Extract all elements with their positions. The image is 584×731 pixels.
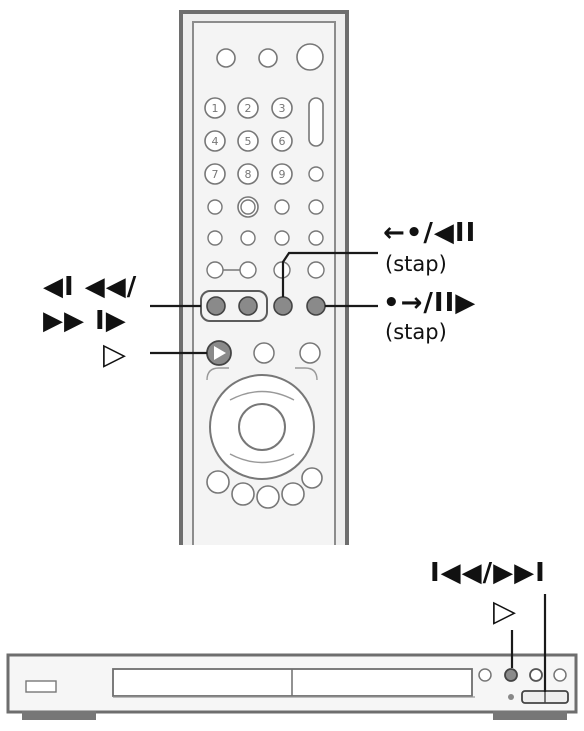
- number-key-circle: [237, 130, 259, 152]
- player-play-label: ▷: [493, 594, 518, 629]
- prev-next-label: I◀◀/▶▶I: [430, 558, 546, 588]
- remote-control: 1234567890: [179, 10, 349, 545]
- slow-scan-label-line1: ◀I ◀◀/: [43, 272, 138, 302]
- number-key-label: 9: [279, 168, 286, 181]
- number-key-label: 7: [212, 168, 219, 181]
- pause-button: [253, 342, 275, 364]
- player-play-button: [504, 668, 518, 682]
- prev-button: [206, 261, 224, 279]
- number-key-label: 2: [245, 102, 252, 115]
- step-back-button: [273, 296, 293, 316]
- player-power-switch: [25, 680, 57, 693]
- number-key-2: 2: [237, 97, 259, 119]
- number-key-label: 1: [212, 102, 219, 115]
- volume-rocker: [308, 97, 324, 147]
- player-foot-right: [493, 711, 567, 720]
- remote-button-row-b-3: [274, 230, 290, 246]
- remote-button-top-left: [216, 48, 236, 68]
- player-indicator-light: [508, 694, 514, 700]
- step-forward-button: [306, 296, 326, 316]
- dpad-corner-tr: [295, 367, 318, 381]
- number-key-circle: [271, 163, 293, 185]
- number-key-circle: [204, 97, 226, 119]
- dpad-up-arc: [229, 390, 295, 401]
- number-key-label: 5: [245, 135, 252, 148]
- number-key-circle: [204, 163, 226, 185]
- number-key-4: 4: [204, 130, 226, 152]
- remote-bottom-button-4: [281, 482, 305, 506]
- number-key-9: 9: [271, 163, 293, 185]
- dpad-enter-button: [238, 403, 286, 451]
- remote-bottom-button-1: [206, 470, 230, 494]
- number-key-label: 3: [279, 102, 286, 115]
- dpad-corner-tl: [206, 367, 229, 381]
- remote-button-row-c-4: [307, 261, 325, 279]
- open-close-button: [478, 668, 492, 682]
- player-stop-button: [553, 668, 567, 682]
- step-back-caption: (stap): [385, 252, 447, 276]
- number-key-label: 6: [279, 135, 286, 148]
- number-key-circle: [237, 97, 259, 119]
- number-key-3: 3: [271, 97, 293, 119]
- dpad-down-arc: [229, 453, 295, 464]
- leader-step-back: [281, 251, 378, 297]
- number-key-circle: [271, 97, 293, 119]
- remote-bottom-button-2: [231, 482, 255, 506]
- step-back-symbol: ←•/◀II: [383, 218, 477, 248]
- power-button: [296, 43, 324, 71]
- remote-button-row-b-2: [240, 230, 256, 246]
- remote-button-row-a-2: [240, 199, 256, 215]
- remote-button-side-1: [308, 166, 324, 182]
- number-key-label: 8: [245, 168, 252, 181]
- remote-bottom-button-5: [301, 467, 323, 489]
- remote-button-row-a-3: [274, 199, 290, 215]
- slow-scan-label-line2: ▶▶ I▶: [43, 306, 127, 336]
- number-key-circle: [204, 130, 226, 152]
- number-key-8: 8: [237, 163, 259, 185]
- remote-button-row-a-1: [207, 199, 223, 215]
- number-key-1: 1: [204, 97, 226, 119]
- scan-back-button: [206, 296, 226, 316]
- number-key-label: 4: [212, 135, 219, 148]
- remote-callouts: [150, 251, 378, 355]
- number-key-7: 7: [204, 163, 226, 185]
- step-forward-caption: (stap): [385, 320, 447, 344]
- player-foot-left: [22, 711, 96, 720]
- number-key-circle: [271, 130, 293, 152]
- player-pause-button: [529, 668, 543, 682]
- remote-bottom-button-3: [256, 485, 280, 509]
- remote-button-row-b-1: [207, 230, 223, 246]
- number-key-6: 6: [271, 130, 293, 152]
- dvd-player: [6, 653, 578, 720]
- number-key-5: 5: [237, 130, 259, 152]
- remote-button-side-3: [308, 230, 324, 246]
- player-callouts: [510, 594, 547, 692]
- number-key-circle: [237, 163, 259, 185]
- play-icon: [214, 346, 226, 360]
- next-button: [239, 261, 257, 279]
- scan-forward-button: [238, 296, 258, 316]
- stop-button: [299, 342, 321, 364]
- step-forward-symbol: •→/II▶: [383, 288, 477, 318]
- remote-button-side-2: [308, 199, 324, 215]
- remote-button-top-middle: [258, 48, 278, 68]
- remote-play-label: ▷: [103, 337, 128, 372]
